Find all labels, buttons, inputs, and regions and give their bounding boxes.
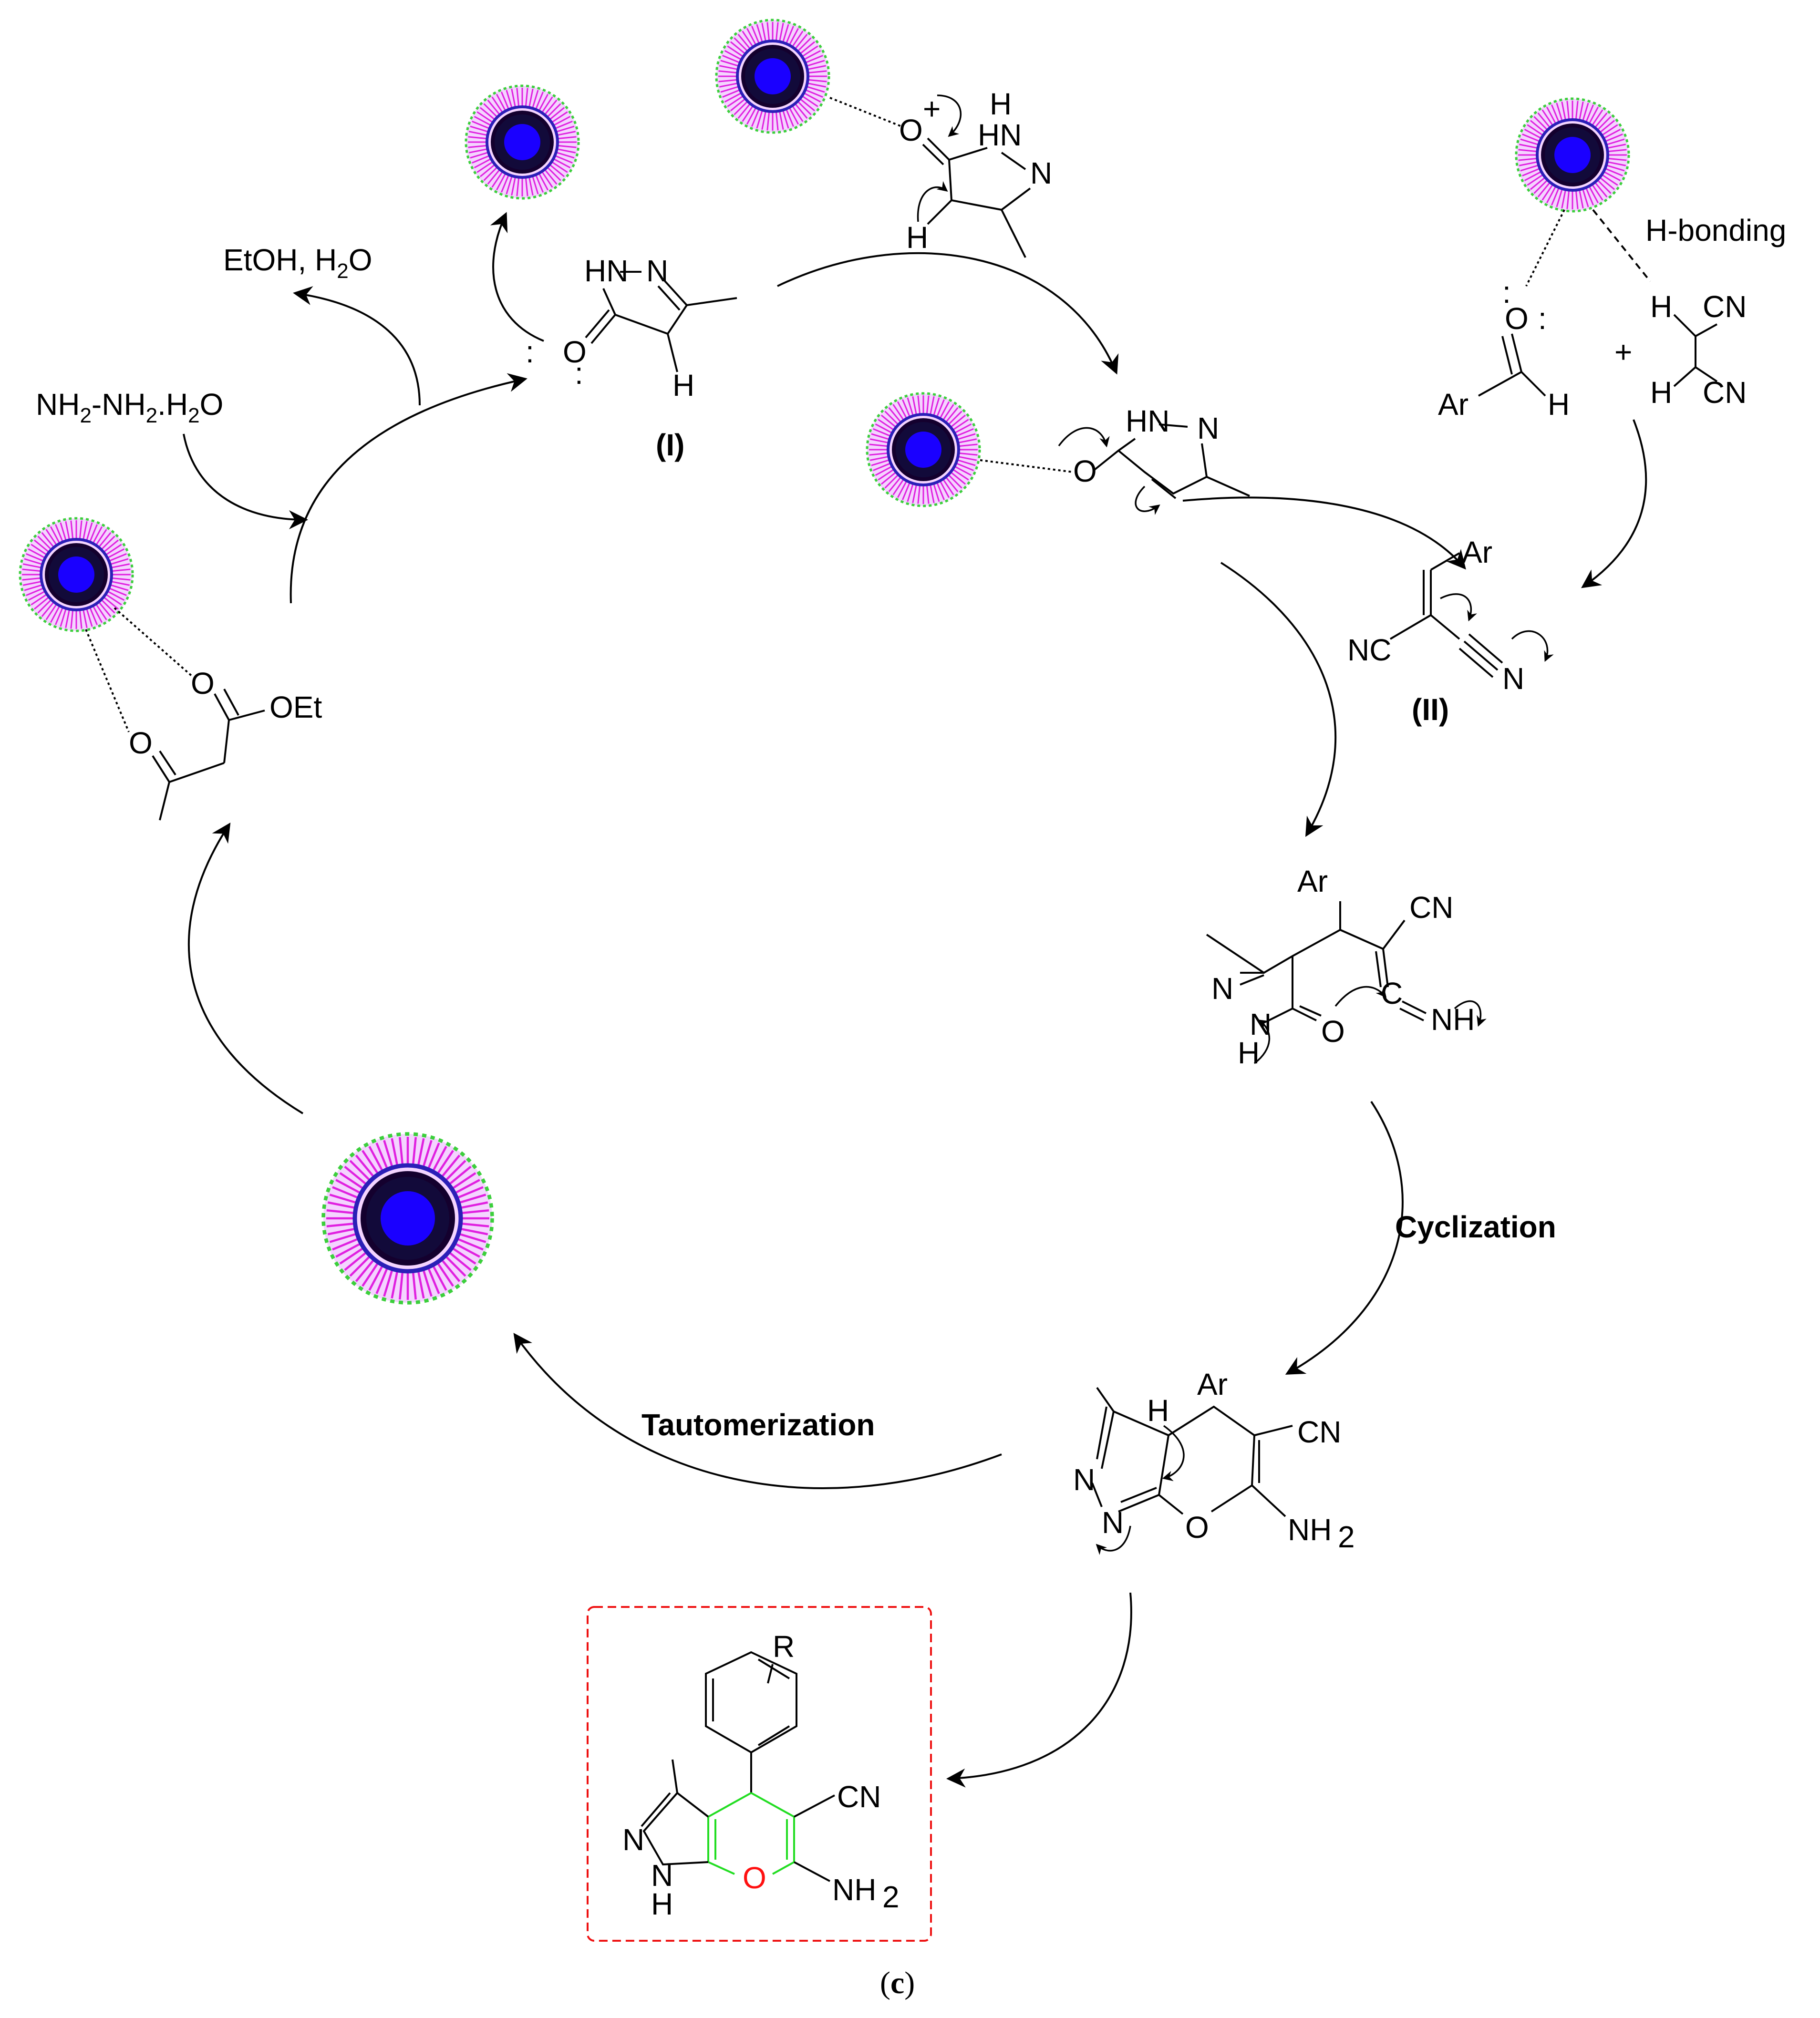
- svg-text:NH: NH: [1431, 1002, 1475, 1037]
- svg-text:H: H: [1650, 375, 1672, 410]
- svg-text::: :: [526, 335, 534, 369]
- svg-text:NH2-NH2.H2O: NH2-NH2.H2O: [36, 387, 223, 427]
- svg-text::: :: [575, 356, 583, 391]
- svg-text:N: N: [1073, 1462, 1095, 1497]
- svg-text:Ar: Ar: [1438, 387, 1468, 422]
- svg-text:H: H: [1650, 289, 1672, 324]
- catalyst-particle-middle: [867, 393, 980, 506]
- svg-text:N: N: [651, 1858, 673, 1893]
- activated-pyrazolone: O + H HN N H: [829, 87, 1052, 258]
- catalyst-particle-top-right: [1516, 99, 1629, 211]
- svg-text:O: O: [1185, 1510, 1209, 1544]
- svg-text:H: H: [1548, 387, 1570, 422]
- svg-text:HN: HN: [978, 118, 1022, 152]
- cyclization-label: Cyclization: [1395, 1210, 1556, 1244]
- svg-text:O: O: [191, 666, 215, 700]
- svg-text:N: N: [1211, 971, 1233, 1006]
- svg-text:NH: NH: [1288, 1513, 1332, 1547]
- svg-text:N: N: [1030, 156, 1052, 190]
- svg-text:H: H: [1238, 1036, 1260, 1070]
- svg-text:O: O: [899, 113, 923, 147]
- cycle-arrow-right-lower: [1285, 1101, 1404, 1375]
- arrow-hydrazine-in: [183, 433, 308, 529]
- svg-text:N: N: [1197, 411, 1219, 445]
- product-highlight-box: [587, 1606, 932, 1942]
- compound-I-pyrazolone: HN N O H : :: [526, 254, 737, 402]
- figure-tag: (c): [880, 1966, 915, 2000]
- svg-text:CN: CN: [1703, 289, 1747, 324]
- svg-text:N: N: [646, 254, 668, 288]
- cycle-arrow-top: [777, 252, 1119, 375]
- compound-I-label: (I): [656, 428, 684, 462]
- svg-text:H: H: [990, 87, 1012, 121]
- catalyst-particle-regenerated: [323, 1134, 492, 1303]
- arrow-solvent-out: [293, 286, 421, 406]
- h-bonding-label: H-bonding: [1645, 213, 1786, 247]
- cycle-arrow-bottom: [513, 1333, 1002, 1489]
- svg-text:H: H: [672, 368, 694, 402]
- arrow-catalyst-release: [490, 212, 544, 342]
- cycle-arrow-left: [187, 822, 304, 1114]
- svg-text:O: O: [743, 1861, 766, 1895]
- hydrazine-label: NH2-NH2.H2O: [36, 387, 223, 427]
- svg-text:CN: CN: [1297, 1415, 1341, 1449]
- svg-text:OEt: OEt: [269, 690, 322, 724]
- svg-text:O: O: [563, 335, 587, 369]
- compound-II-arylidene: Ar NC N: [1347, 535, 1554, 696]
- svg-text:N: N: [1502, 661, 1524, 696]
- svg-text:Ar: Ar: [1462, 535, 1492, 569]
- arrow-michael-to-II: [1182, 496, 1466, 570]
- final-product-pyranopyrazole: R O CN NH 2 N N H: [622, 1629, 900, 1921]
- svg-text:2: 2: [1338, 1520, 1355, 1554]
- ethyl-acetoacetate: O O OEt: [85, 607, 322, 821]
- svg-text:Ar: Ar: [1297, 864, 1328, 898]
- tautomerization-label: Tautomerization: [641, 1408, 875, 1442]
- svg-text:H: H: [1147, 1393, 1169, 1428]
- svg-text:R: R: [773, 1629, 795, 1664]
- svg-text:CN: CN: [1703, 375, 1747, 410]
- plus-sign: +: [1614, 335, 1632, 369]
- svg-text:NC: NC: [1347, 633, 1391, 667]
- svg-text:O: O: [1073, 454, 1097, 488]
- cycle-arrow-right-upper: [1220, 562, 1337, 837]
- svg-text:Ar: Ar: [1197, 1367, 1228, 1401]
- svg-text:N: N: [622, 1822, 644, 1857]
- svg-text:HN: HN: [1126, 404, 1169, 438]
- svg-text:O: O: [1505, 301, 1529, 336]
- benzaldehyde-malononitrile: H-bonding O : : Ar H + H H CN CN: [1438, 209, 1786, 422]
- compound-II-label: (II): [1412, 692, 1449, 727]
- svg-text:NH: NH: [832, 1873, 876, 1907]
- michael-adduct: Ar CN N N H O C NH: [1206, 864, 1487, 1070]
- cyclized-intermediate: Ar H CN N N O NH 2: [1073, 1367, 1355, 1555]
- svg-text:O: O: [1321, 1014, 1345, 1049]
- catalyst-particle-top-left: [466, 86, 579, 198]
- svg-text:H: H: [651, 1887, 673, 1921]
- svg-text:C: C: [1381, 976, 1403, 1010]
- svg-text:CN: CN: [837, 1780, 881, 1814]
- svg-text:EtOH, H2O: EtOH, H2O: [223, 243, 372, 283]
- svg-text:+: +: [923, 92, 941, 126]
- arrow-to-knoevenagel: [1581, 419, 1647, 588]
- arrow-to-product: [946, 1592, 1132, 1788]
- svg-text:CN: CN: [1409, 890, 1453, 925]
- svg-text::: :: [1502, 275, 1511, 309]
- svg-text:2: 2: [882, 1880, 900, 1914]
- svg-text::: :: [1538, 301, 1547, 336]
- catalyst-particle-left: [20, 518, 133, 631]
- svg-text:H: H: [906, 220, 928, 255]
- solvent-label: EtOH, H2O: [223, 243, 372, 283]
- svg-text:O: O: [129, 726, 153, 760]
- enol-pyrazole: O HN N: [980, 404, 1250, 515]
- catalyst-particle-top: [716, 20, 829, 133]
- cycle-arrow-left-upper: [290, 373, 527, 604]
